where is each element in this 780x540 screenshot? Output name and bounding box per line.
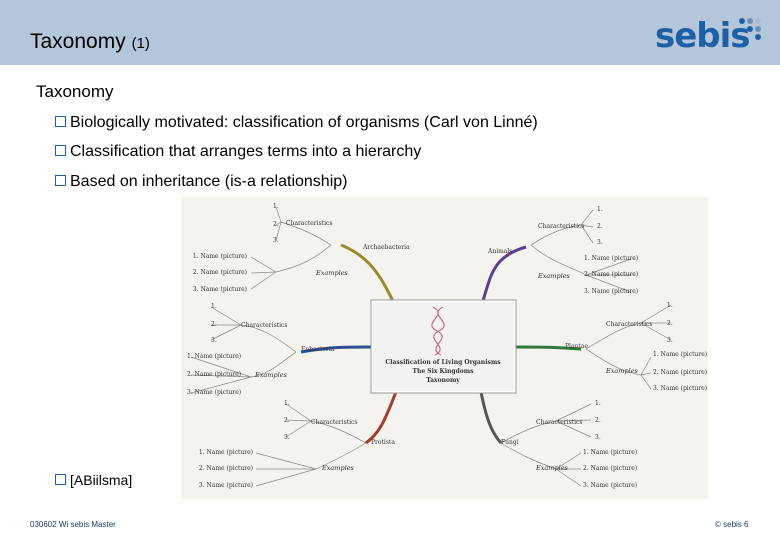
- characteristic-numbers: 1. 2. 3. 1. 2. 3. 1. 2. 3. 1. 2. 3. 1. 2. 3. 1. 2. 3…: [211, 203, 673, 441]
- svg-text:3. Name (picture): 3. Name (picture): [583, 482, 637, 489]
- section-heading: Taxonomy: [36, 82, 114, 101]
- bullet-text: Based on inheritance (is-a relationship): [70, 173, 348, 190]
- center-line-2: The Six Kingdoms: [413, 368, 475, 375]
- svg-text:2.: 2.: [667, 320, 673, 327]
- branch-eubacteria: [300, 345, 372, 354]
- branch-animals: [479, 245, 527, 308]
- bullet-item: Biologically motivated: classification o…: [55, 114, 538, 132]
- svg-text:1.: 1.: [597, 206, 603, 213]
- label-characteristics: Characteristics: [311, 419, 357, 426]
- label-characteristics: Characteristics: [538, 223, 584, 230]
- reference-item: [ABiilsma]: [55, 472, 132, 488]
- bullet-box-icon: [55, 116, 66, 127]
- mindmap-svg: Classification of Living Organisms The S…: [187, 203, 707, 489]
- svg-text:2. Name (picture): 2. Name (picture): [193, 269, 247, 276]
- label-examples: Examples: [535, 464, 569, 472]
- label-characteristics: Characteristics: [536, 419, 582, 426]
- logo-dot: [747, 26, 753, 32]
- svg-text:2.: 2.: [273, 221, 279, 228]
- kingdom-eubacteria: Eubacteria: [301, 346, 335, 353]
- svg-text:1. Name (picture): 1. Name (picture): [193, 253, 247, 260]
- kingdom-plantae: Plantae: [565, 343, 588, 350]
- center-box-inner: [373, 302, 514, 391]
- bullet-item: Based on inheritance (is-a relationship): [55, 173, 347, 191]
- branch-protista: [365, 391, 398, 445]
- center-line-3: Taxonomy: [426, 377, 460, 384]
- reference-text: [ABiilsma]: [70, 472, 133, 488]
- logo-text: sebis: [655, 16, 751, 56]
- kingdom-protista: Protista: [371, 439, 395, 446]
- kingdom-animals: Animals: [487, 248, 512, 255]
- svg-text:2. Name (picture): 2. Name (picture): [187, 371, 241, 378]
- svg-text:2.: 2.: [211, 321, 217, 328]
- svg-text:2. Name (picture): 2. Name (picture): [584, 271, 638, 278]
- svg-text:3. Name (picture): 3. Name (picture): [187, 389, 241, 396]
- logo-dot: [755, 18, 761, 24]
- logo-dot: [755, 26, 761, 32]
- sub-branches: [190, 206, 672, 487]
- svg-text:3. Name (picture): 3. Name (picture): [584, 288, 638, 295]
- footer-page: © sebis 6: [715, 520, 749, 529]
- example-items: 1. Name (picture) 2. Name (picture) 3. N…: [187, 253, 707, 489]
- label-characteristics: Characteristics: [606, 321, 652, 328]
- svg-text:3.: 3.: [595, 434, 601, 441]
- svg-text:3.: 3.: [667, 337, 673, 344]
- svg-text:1.: 1.: [667, 302, 673, 309]
- dna-helix-icon: [431, 306, 445, 356]
- logo-dot: [747, 18, 753, 24]
- bullet-text: Classification that arranges terms into …: [70, 143, 422, 160]
- center-line-1: Classification of Living Organisms: [385, 359, 501, 366]
- label-examples: Examples: [315, 269, 349, 277]
- svg-text:1.: 1.: [595, 400, 601, 407]
- svg-text:2.: 2.: [595, 417, 601, 424]
- svg-text:3. Name (picture): 3. Name (picture): [199, 482, 253, 489]
- svg-text:1. Name (picture): 1. Name (picture): [199, 449, 253, 456]
- label-examples: Examples: [537, 272, 571, 280]
- svg-text:3. Name (picture): 3. Name (picture): [193, 286, 247, 293]
- svg-text:2. Name (picture): 2. Name (picture): [653, 369, 707, 376]
- label-characteristics: Characteristics: [241, 322, 287, 329]
- svg-text:1.: 1.: [211, 303, 217, 310]
- label-characteristics: Characteristics: [286, 220, 332, 227]
- branch-plantae: [515, 345, 582, 351]
- svg-text:1.: 1.: [284, 400, 290, 407]
- svg-text:3.: 3.: [211, 337, 217, 344]
- svg-text:3.: 3.: [284, 434, 290, 441]
- svg-text:2. Name (picture): 2. Name (picture): [199, 465, 253, 472]
- svg-text:1. Name (picture): 1. Name (picture): [583, 449, 637, 456]
- svg-text:2.: 2.: [597, 223, 603, 230]
- svg-text:3. Name (picture): 3. Name (picture): [653, 385, 707, 392]
- taxonomy-mindmap-image: Classification of Living Organisms The S…: [181, 197, 708, 499]
- svg-text:1. Name (picture): 1. Name (picture): [653, 351, 707, 358]
- bullet-text: Biologically motivated: classification o…: [70, 114, 538, 131]
- title-main: Taxonomy: [30, 30, 126, 53]
- kingdom-fungi: Fungi: [501, 439, 519, 446]
- svg-text:3.: 3.: [273, 237, 279, 244]
- branch-fungi: [479, 391, 503, 445]
- title-suffix: (1): [131, 35, 150, 52]
- logo-dot: [755, 34, 761, 40]
- svg-text:3.: 3.: [597, 239, 603, 246]
- svg-text:1. Name (picture): 1. Name (picture): [187, 353, 241, 360]
- label-examples: Examples: [321, 464, 355, 472]
- kingdom-archaebacteria: Archaebacteria: [362, 244, 410, 251]
- label-examples: Examples: [605, 367, 639, 375]
- bullet-item: Classification that arranges terms into …: [55, 143, 421, 161]
- bullet-box-icon: [55, 145, 66, 156]
- footer-course: 030602 Wi sebis Master: [30, 520, 116, 529]
- label-examples: Examples: [254, 371, 288, 379]
- svg-text:2.: 2.: [284, 417, 290, 424]
- logo-dot: [739, 18, 745, 24]
- svg-text:1.: 1.: [273, 203, 279, 210]
- svg-text:1. Name (picture): 1. Name (picture): [584, 255, 638, 262]
- bullet-box-icon: [55, 175, 66, 186]
- bullet-box-icon: [55, 474, 66, 485]
- title-bar: [0, 0, 780, 65]
- branch-archaebacteria: [340, 243, 398, 308]
- sebis-logo: sebis: [655, 14, 767, 56]
- svg-text:2. Name (picture): 2. Name (picture): [583, 465, 637, 472]
- slide-title: Taxonomy (1): [30, 30, 150, 54]
